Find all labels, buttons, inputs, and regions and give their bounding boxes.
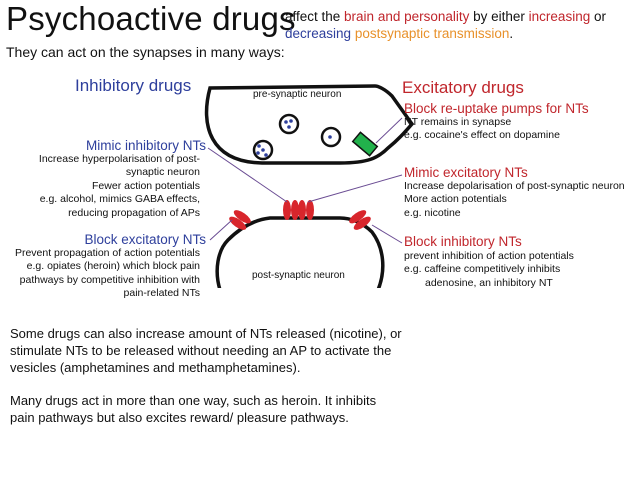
detail-line: prevent inhibition of action potentials — [404, 250, 574, 263]
block-reuptake-heading: Block re-uptake pumps for NTs — [404, 101, 589, 116]
vesicle — [254, 141, 272, 159]
mimic-excitatory-heading: Mimic excitatory NTs — [404, 165, 528, 180]
vesicle — [322, 128, 340, 146]
detail-line: e.g. caffeine competitively inhibits — [404, 263, 574, 276]
block-reuptake-details: NT remains in synapse e.g. cocaine's eff… — [404, 116, 560, 143]
detail-line: More action potentials — [404, 193, 625, 206]
detail-line: e.g. opiates (heroin) which block pain — [15, 260, 200, 273]
detail-line: Fewer action potentials — [39, 180, 200, 193]
paragraph-line: stimulate NTs to be released without nee… — [10, 342, 402, 359]
inhibitory-heading: Inhibitory drugs — [75, 76, 191, 96]
mimic-inhibitory-details: Increase hyperpolarisation of post- syna… — [39, 153, 200, 220]
detail-line: NT remains in synapse — [404, 116, 560, 129]
detail-line: Prevent propagation of action potentials — [15, 247, 200, 260]
detail-line: e.g. cocaine's effect on dopamine — [404, 129, 560, 142]
detail-line: reducing propagation of APs — [39, 207, 200, 220]
mimic-excitatory-details: Increase depolarisation of post-synaptic… — [404, 180, 625, 220]
detail-line: adenosine, an inhibitory NT — [425, 277, 553, 290]
excitatory-heading: Excitatory drugs — [402, 78, 524, 98]
detail-line: Increase hyperpolarisation of post- — [39, 153, 200, 166]
detail-line: Increase depolarisation of post-synaptic… — [404, 180, 625, 193]
detail-line: synaptic neuron — [39, 166, 200, 179]
paragraph-release: Some drugs can also increase amount of N… — [10, 325, 402, 376]
block-inhibitory-heading: Block inhibitory NTs — [404, 234, 522, 249]
paragraph-line: vesicles (amphetamines and methamphetami… — [10, 359, 402, 376]
detail-line: pain-related NTs — [15, 287, 200, 300]
block-inhibitory-details: prevent inhibition of action potentials … — [404, 250, 574, 277]
detail-line: pathways by competitive inhibition with — [15, 274, 200, 287]
vesicle — [280, 115, 298, 133]
block-excitatory-details: Prevent propagation of action potentials… — [15, 247, 200, 301]
pre-synaptic-label: pre-synaptic neuron — [253, 89, 341, 100]
post-synaptic-label: post-synaptic neuron — [252, 270, 345, 281]
block-excitatory-heading: Block excitatory NTs — [84, 232, 206, 247]
detail-line: e.g. alcohol, mimics GABA effects, — [39, 193, 200, 206]
mimic-inhibitory-heading: Mimic inhibitory NTs — [86, 138, 206, 153]
paragraph-line: Some drugs can also increase amount of N… — [10, 325, 402, 342]
paragraph-line: pain pathways but also excites reward/ p… — [10, 409, 376, 426]
detail-line: e.g. nicotine — [404, 207, 625, 220]
paragraph-line: Many drugs act in more than one way, suc… — [10, 392, 376, 409]
paragraph-heroin: Many drugs act in more than one way, suc… — [10, 392, 376, 426]
